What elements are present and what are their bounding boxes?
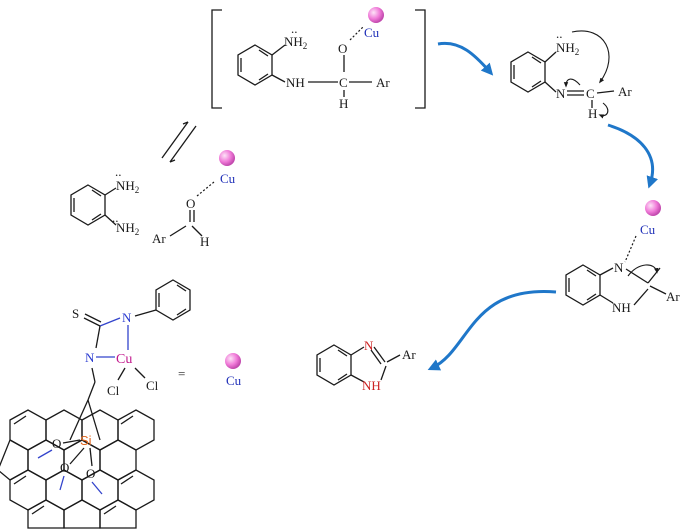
cu-label-legend: Cu — [226, 373, 242, 388]
ar-label-4: Ar — [666, 289, 680, 304]
n-label-imine: N — [556, 86, 566, 101]
graphene-sheet — [0, 409, 155, 529]
svg-text:..: .. — [556, 26, 563, 41]
nh-label-product: NH — [362, 378, 381, 393]
o-label-2: O — [186, 196, 195, 211]
nh2-label-2: NH2 — [116, 178, 139, 195]
ar-label-3: Ar — [618, 84, 632, 99]
benzimidazole-product: N NH Ar — [316, 338, 416, 393]
cyclized-intermediate: Cu N NH Ar — [565, 200, 680, 315]
benzene-ring-3 — [510, 51, 546, 93]
nh-label-ring: NH — [612, 300, 631, 315]
o-label-si-1: O — [52, 436, 61, 451]
cu-sphere-3 — [645, 200, 661, 216]
cu-sphere-2 — [219, 150, 235, 166]
n-label-ring: N — [614, 260, 624, 275]
cu-label-3: Cu — [640, 222, 656, 237]
benzene-ring-4 — [565, 264, 601, 306]
h-label-2: H — [200, 234, 209, 249]
svg-text:..: .. — [112, 210, 119, 225]
bracketed-intermediate: NH2 .. NH C Ar O H Cu — [211, 7, 426, 111]
phenyl-ring — [155, 279, 191, 321]
equals-sign: = — [178, 366, 185, 381]
curly-arrow-3 — [598, 102, 609, 119]
benzene-ring-1 — [237, 44, 273, 86]
benzene-ring-2 — [70, 184, 106, 226]
svg-text:..: .. — [115, 164, 122, 179]
cl-label-2: Cl — [146, 378, 159, 393]
o-label-si-3: O — [86, 466, 95, 481]
curly-arrow-2 — [563, 78, 581, 88]
o-label-1: O — [338, 41, 347, 56]
nh2-label-4: NH2 — [556, 40, 579, 57]
si-label: Si — [80, 433, 92, 448]
c-label-1: C — [339, 75, 348, 90]
cu-sphere-legend — [225, 353, 241, 369]
h-label-1: H — [339, 96, 348, 111]
benzene-ring-5 — [316, 344, 352, 386]
starting-materials: NH2 .. NH2 .. Ar O H Cu — [70, 150, 236, 249]
catalyst-structure: N S N Cu Cl Cl — [0, 279, 191, 529]
ar-label-2: Ar — [152, 231, 166, 246]
cl-label-1: Cl — [107, 383, 120, 398]
curly-arrow-1 — [571, 30, 610, 84]
equilibrium-arrow — [161, 121, 197, 163]
ar-label-1: Ar — [376, 75, 390, 90]
arrow-step-2 — [607, 123, 659, 189]
cu-sphere-1 — [368, 7, 384, 23]
cu-label-2: Cu — [220, 171, 236, 186]
h-label-3: H — [588, 106, 597, 121]
s-label: S — [72, 306, 79, 321]
right-bracket — [415, 9, 426, 109]
nh-label-1: NH — [286, 75, 305, 90]
cu-label-1: Cu — [364, 25, 380, 40]
n-label-product: N — [364, 338, 374, 353]
arrow-step-1 — [437, 41, 494, 76]
o-label-si-2: O — [60, 460, 69, 475]
imine-intermediate: NH2 .. N C Ar H — [510, 26, 632, 121]
ar-label-5: Ar — [402, 347, 416, 362]
arrow-step-3 — [427, 290, 557, 371]
c-label-imine: C — [586, 86, 595, 101]
left-bracket — [211, 9, 222, 109]
n-label-thiourea: N — [122, 310, 132, 325]
svg-text:..: .. — [291, 21, 298, 36]
nh2-label-1: NH2 — [284, 34, 307, 51]
curly-arrow-4 — [627, 264, 659, 277]
cu-label-catalyst: Cu — [116, 352, 132, 367]
nh2-label-3: NH2 — [116, 220, 139, 237]
n-label-ligand: N — [85, 350, 95, 365]
